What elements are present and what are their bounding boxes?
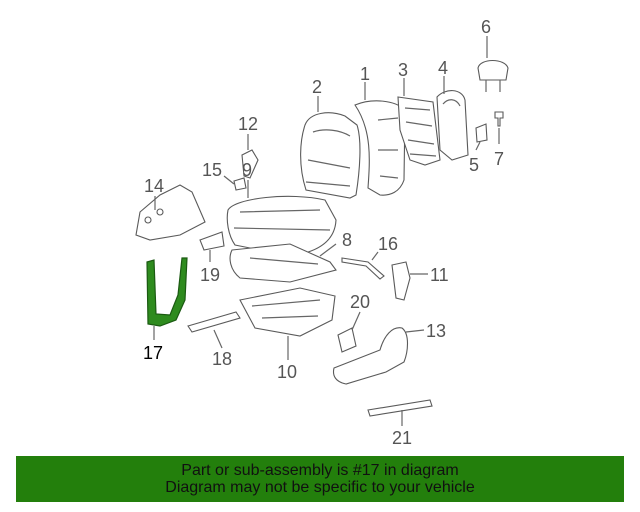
- banner-line-part: Part or sub-assembly is #17 in diagram: [181, 462, 459, 479]
- part-2-seatback-cover: [300, 112, 361, 199]
- callout-10: 10: [277, 362, 297, 382]
- leader-lines: [153, 36, 500, 426]
- callout-16: 16: [378, 234, 398, 254]
- callout-1: 1: [360, 64, 370, 84]
- part-14-side-shield: [135, 184, 206, 241]
- callout-18: 18: [212, 349, 232, 369]
- callout-20: 20: [350, 292, 370, 312]
- callout-13: 13: [426, 321, 446, 341]
- part-12-hinge: [241, 149, 259, 179]
- part-8-cushion-pad: [229, 243, 337, 283]
- part-13-outer-shield: [332, 327, 409, 385]
- part-21-rail: [367, 399, 433, 417]
- callout-21: 21: [392, 428, 412, 448]
- part-20-bracket: [337, 327, 357, 353]
- banner-line-disclaimer: Diagram may not be specific to your vehi…: [165, 479, 475, 496]
- callout-9: 9: [242, 160, 252, 180]
- callout-12: 12: [238, 114, 258, 134]
- part-5-clip: [475, 123, 488, 143]
- part-11-recliner: [391, 261, 411, 301]
- callout-11: 11: [430, 265, 449, 285]
- callout-7: 7: [494, 149, 504, 169]
- callout-3: 3: [398, 60, 408, 80]
- callout-6: 6: [481, 17, 491, 37]
- part-16-rod: [341, 257, 385, 280]
- callout-19: 19: [200, 265, 220, 285]
- part-19-bracket: [199, 231, 225, 251]
- part-18-rail-cover: [187, 311, 241, 333]
- parts-diagram: 2 1 3 4 6 5 7 12 15 9 14 8 16 11 19 17 1…: [135, 17, 509, 448]
- part-9-cushion-cover: [226, 195, 337, 257]
- part-17-highlighted: [146, 257, 188, 327]
- callout-2: 2: [312, 77, 322, 97]
- callout-15: 15: [202, 160, 222, 180]
- part-15-cap: [233, 177, 247, 191]
- callout-14: 14: [144, 176, 164, 196]
- part-10-cushion-frame: [239, 287, 336, 337]
- part-4-back-board: [436, 90, 469, 161]
- info-banner: Part or sub-assembly is #17 in diagram D…: [16, 456, 624, 502]
- part-6-headrest: [477, 59, 509, 92]
- callout-8: 8: [342, 230, 352, 250]
- part-1-seatback-pad: [354, 100, 406, 196]
- callout-17: 17: [143, 343, 163, 363]
- part-3-seatback-frame: [397, 96, 441, 166]
- part-7-bolt: [494, 111, 504, 127]
- callout-labels: 2 1 3 4 6 5 7 12 15 9 14 8 16 11 19 17 1…: [143, 17, 504, 448]
- callout-5: 5: [469, 155, 479, 175]
- callout-4: 4: [438, 58, 448, 78]
